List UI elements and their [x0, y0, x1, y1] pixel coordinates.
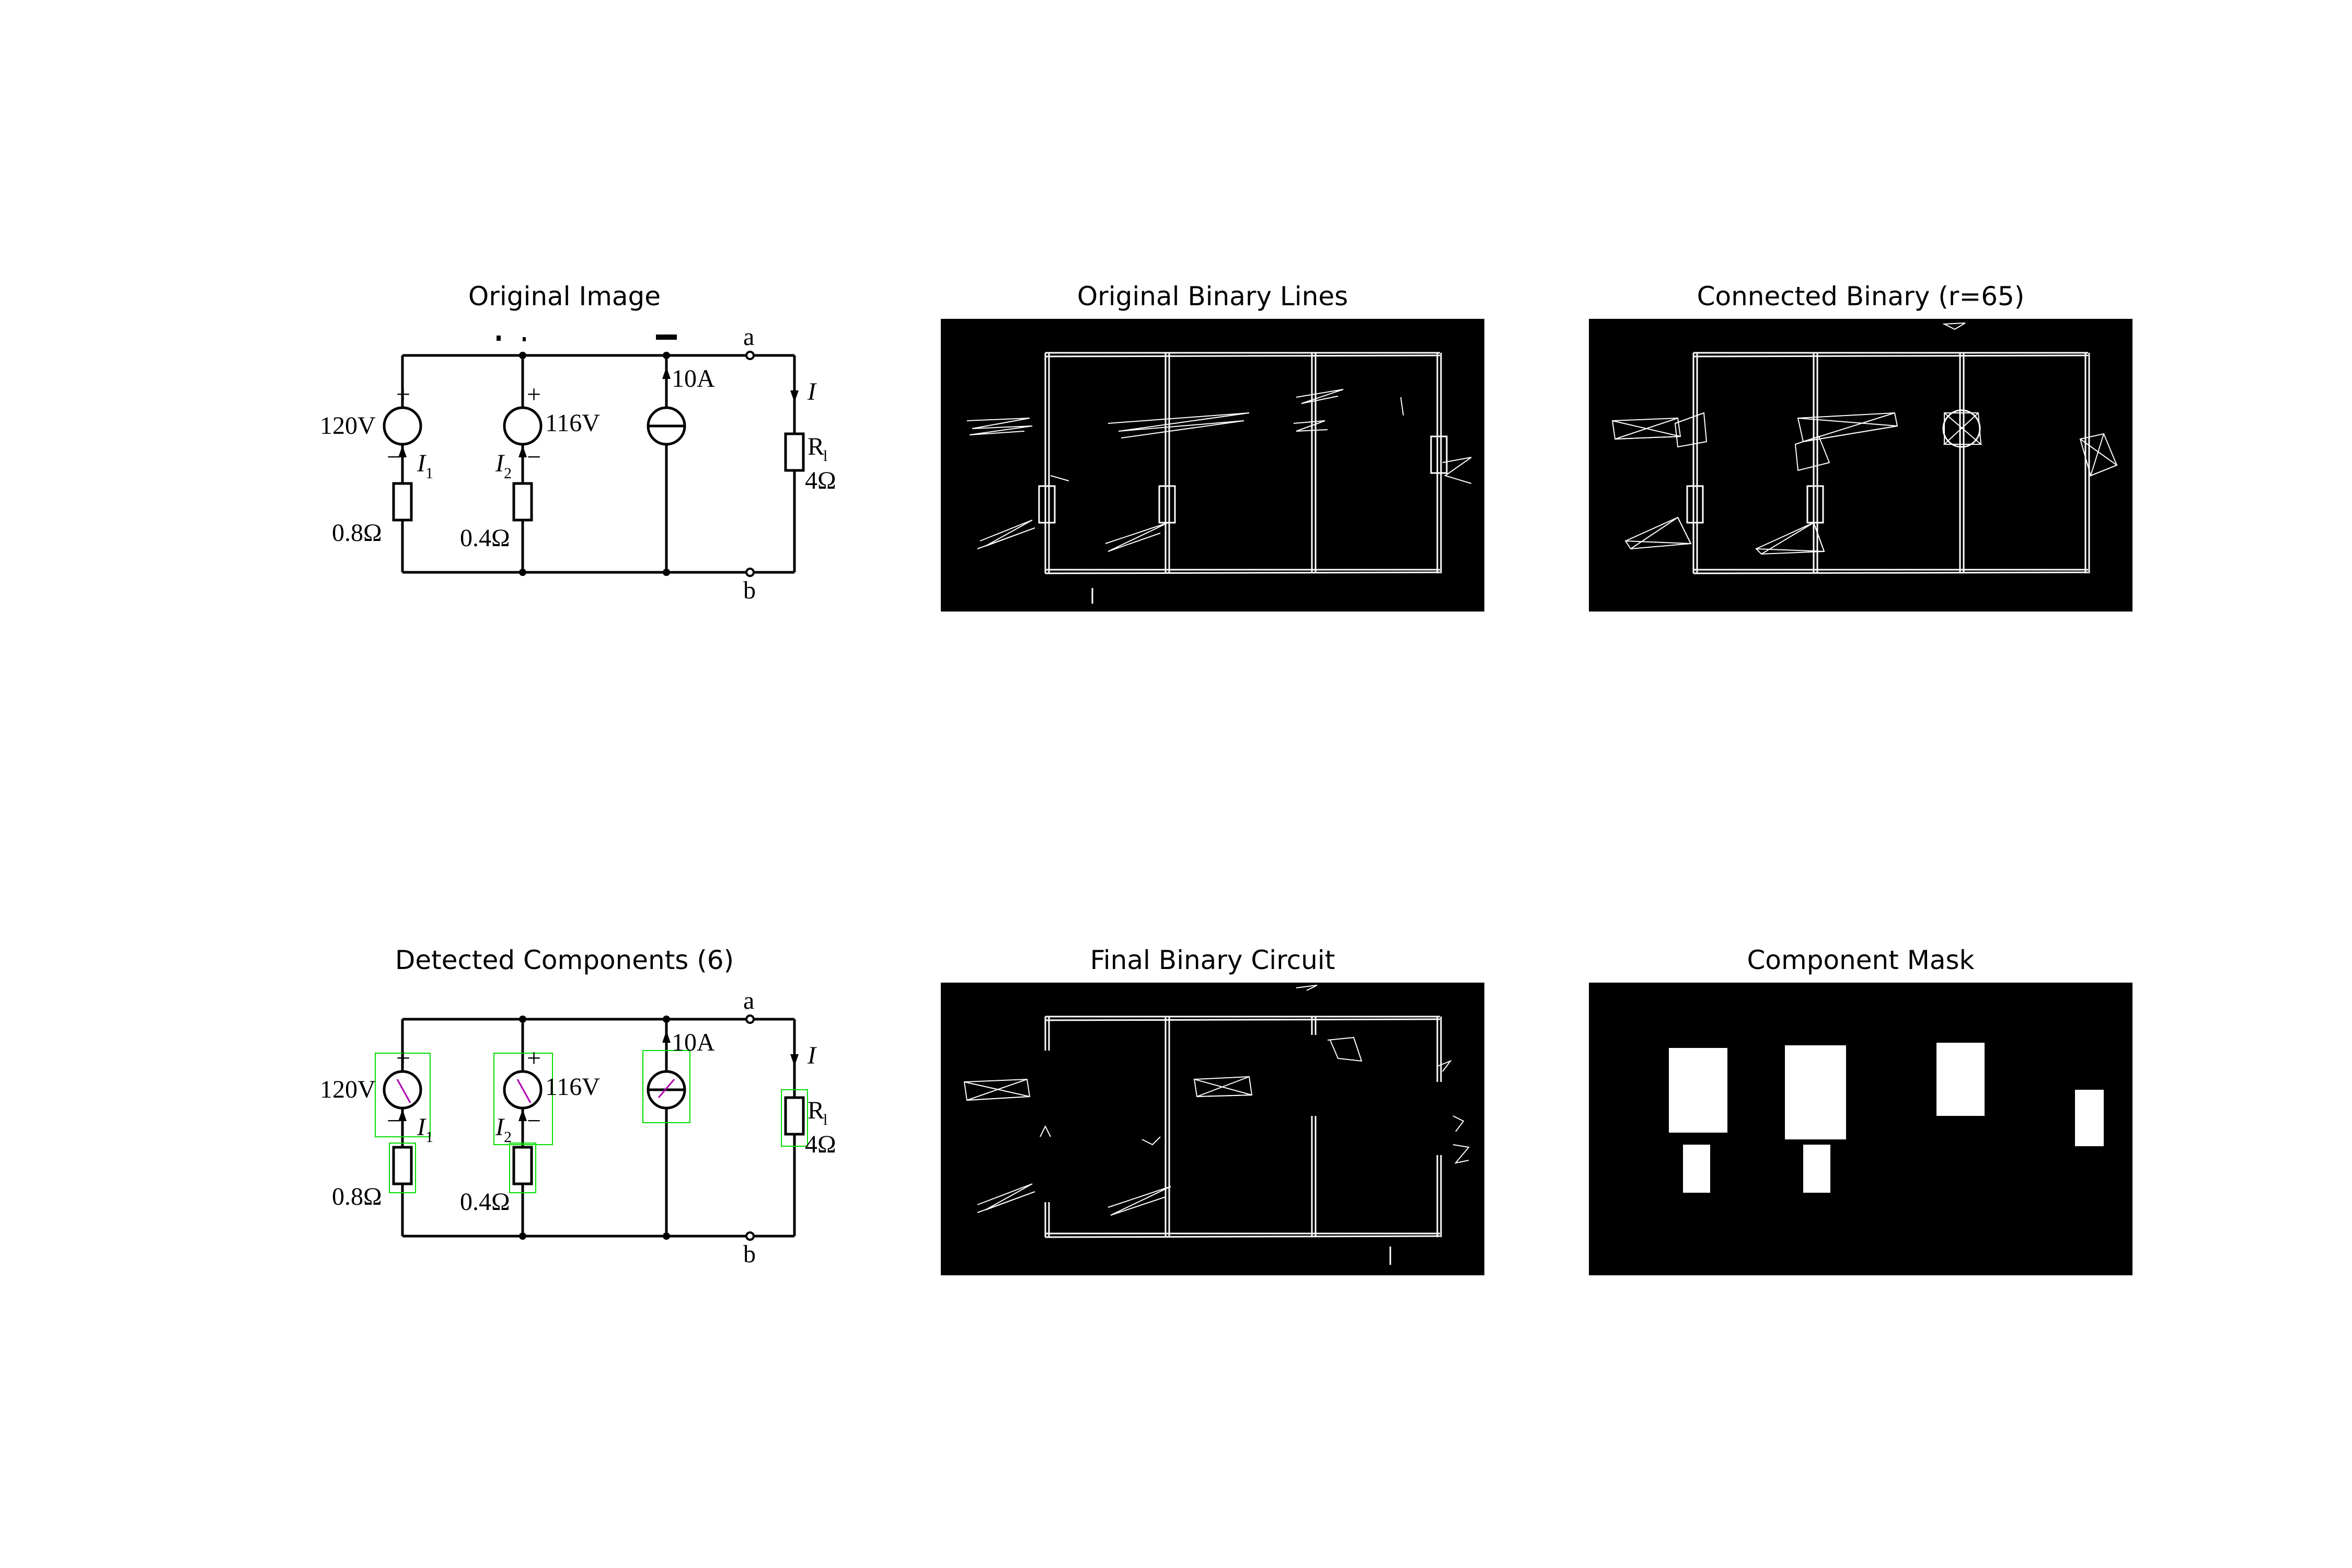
connected-clusters [1611, 322, 2118, 555]
panel-title: Original Binary Lines [1077, 281, 1348, 312]
detection-boxes [375, 1050, 808, 1193]
minus-sign-2: − [527, 1107, 541, 1135]
mask-region-cs [1936, 1043, 1985, 1116]
detection-marks [396, 1079, 675, 1103]
panel-original-image: Original Image [293, 277, 836, 617]
panel-final-binary-circuit: Final Binary Circuit [941, 941, 1484, 1281]
current-label-i1: I [417, 1113, 426, 1141]
component-mask-image [1589, 983, 2132, 1275]
voltage-label-116v: 116V [545, 409, 600, 437]
current-label-i1: I [417, 449, 426, 477]
binary-lines-image [941, 319, 1484, 612]
panel-title: Final Binary Circuit [1090, 945, 1335, 975]
plus-sign-1: + [396, 381, 410, 408]
circuit-lines [1038, 352, 1448, 604]
panel-title: Component Mask [1747, 945, 1975, 975]
terminal-nodes [745, 1014, 755, 1241]
resistor-name-rl: R [808, 1097, 824, 1124]
detection-box-r1 [389, 1143, 416, 1193]
mask-region-v2 [1785, 1045, 1846, 1139]
panel-title: Detected Components (6) [395, 945, 734, 975]
node-label-b: b [743, 577, 756, 604]
minus-sign-2: − [527, 443, 541, 471]
detected-circuit-schematic: + − + − 120V 116V 10A 0.8Ω 0.4Ω R l 4Ω I… [320, 987, 836, 1268]
voltage-label-116v: 116V [545, 1073, 600, 1101]
resistor-label-0-4: 0.4Ω [460, 1188, 510, 1216]
resistor-name-rl-sub: l [823, 447, 827, 465]
connected-binary-image [1589, 319, 2132, 612]
junction-dots [519, 1016, 670, 1240]
voltage-label-120v: 120V [320, 412, 376, 440]
node-label-a: a [743, 323, 754, 351]
terminal-nodes [745, 351, 755, 577]
panel-component-mask: Component Mask [1589, 941, 2132, 1281]
resistor-label-4: 4Ω [805, 1131, 836, 1158]
plus-sign-2: + [527, 1044, 541, 1072]
circuit-lines [1686, 352, 2090, 574]
current-label-10a: 10A [672, 1029, 715, 1056]
circuit-lines [1044, 1016, 1442, 1265]
detection-box-r2 [509, 1143, 536, 1193]
node-label-a: a [743, 987, 754, 1014]
minus-sign-1: − [387, 443, 401, 471]
mask-regions [1669, 1043, 2104, 1193]
mask-region-v1 [1669, 1048, 1727, 1133]
current-label-i2: I [495, 449, 505, 477]
resistor-label-0-4: 0.4Ω [460, 524, 510, 552]
circuit-schematic: + − + − 120V 116V 10A 0.8Ω 0.4Ω R l 4Ω I… [320, 323, 836, 604]
resistors [392, 1096, 805, 1185]
panel-detected-components: Detected Components (6) [293, 941, 836, 1281]
current-label-i2: I [495, 1113, 505, 1141]
detection-box-cs [642, 1050, 690, 1123]
panel-title: Connected Binary (r=65) [1697, 281, 2025, 312]
mask-region-r1 [1683, 1145, 1710, 1193]
plus-sign-1: + [396, 1044, 410, 1072]
source-ink-smudges [497, 335, 677, 341]
current-arrows [398, 367, 799, 457]
minus-sign-1: − [387, 1107, 401, 1135]
voltage-source-120v [383, 406, 422, 446]
panel-title: Original Image [468, 281, 661, 312]
resistor-label-0-8: 0.8Ω [332, 519, 382, 547]
voltage-label-120v: 120V [320, 1076, 376, 1103]
current-source-10a [647, 1070, 686, 1110]
current-source-10a [647, 406, 686, 446]
current-label-i: I [807, 378, 817, 406]
detection-box-rl [781, 1089, 808, 1147]
detection-box-v2 [493, 1053, 553, 1145]
node-label-b: b [743, 1240, 756, 1268]
resistor-name-rl: R [808, 433, 824, 460]
resistor-name-rl-sub: l [823, 1111, 827, 1128]
junction-dots [519, 352, 670, 576]
resistor-label-0-8: 0.8Ω [332, 1183, 382, 1210]
noise-scribbles [966, 389, 1472, 552]
current-label-i1-sub: 1 [425, 465, 433, 482]
resistors [392, 432, 805, 522]
panel-original-binary-lines: Original Binary Lines [941, 277, 1484, 617]
mask-region-rl [2075, 1090, 2104, 1146]
current-arrows [398, 1031, 799, 1121]
mask-region-r2 [1803, 1145, 1830, 1193]
resistor-label-4: 4Ω [805, 467, 836, 494]
current-label-i1-sub: 1 [425, 1128, 433, 1146]
voltage-source-116v [503, 406, 543, 446]
residual-scribbles [963, 985, 1470, 1216]
current-label-i: I [807, 1042, 817, 1069]
detection-box-v1 [375, 1053, 431, 1137]
plus-sign-2: + [527, 381, 541, 408]
current-label-i2-sub: 2 [504, 465, 512, 482]
panel-connected-binary: Connected Binary (r=65) [1589, 277, 2132, 617]
current-label-i2-sub: 2 [504, 1128, 512, 1146]
final-binary-image [941, 983, 1484, 1275]
current-label-10a: 10A [672, 365, 715, 393]
